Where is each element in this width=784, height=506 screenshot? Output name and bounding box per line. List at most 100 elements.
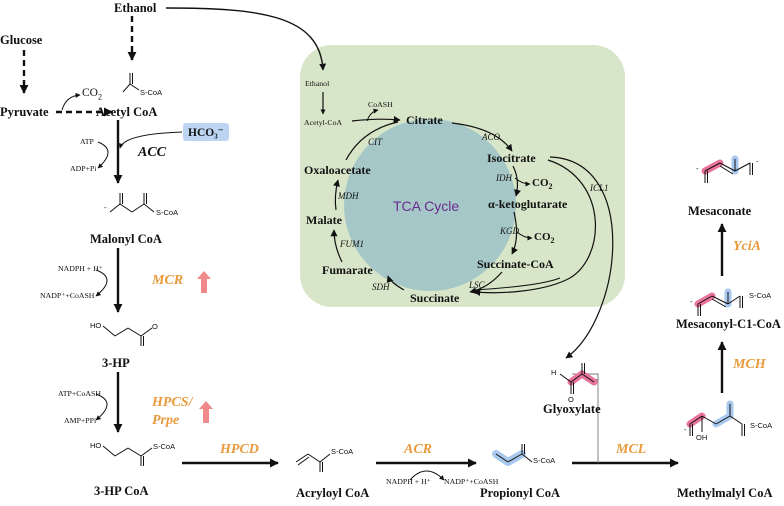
arrow-succinylcoa-succinate-outer [473, 277, 561, 291]
arrow-fumarate-malate [330, 229, 343, 263]
tca-circle [344, 119, 516, 291]
tca-co2-1-text: CO [532, 177, 549, 189]
tca-coash-label: CoASH [368, 100, 393, 109]
3hp-o-label: O [152, 322, 158, 331]
methylmalyl-coa-label: Methylmalyl CoA [677, 486, 773, 500]
glyoxylate-structure [559, 363, 595, 394]
arrow-co2-release [61, 92, 81, 111]
enzyme-mch: MCH [733, 357, 766, 372]
mesaconyl-scoa-label: S-CoA [749, 291, 772, 300]
tca-ethanol-label: Ethanol [305, 79, 330, 88]
methylmalyl-minus-label: - [684, 425, 687, 434]
tca-co2-1-sub: 2 [548, 182, 553, 192]
arrow-coash [366, 108, 379, 122]
3hpcoa-scoa-label: S-CoA [153, 442, 176, 451]
tca-enzyme-lsc: LSC [469, 280, 485, 290]
tca-co2-1: CO2 [532, 178, 553, 191]
arrow-acetyl-citrate [351, 115, 401, 123]
propionyl-highlight [492, 450, 526, 466]
glyoxylate-minus-label: - [596, 375, 599, 384]
arrow-nadph-2 [409, 470, 445, 481]
arrow-kgd-co2 [516, 231, 533, 241]
malonyl-scoa-label: S-CoA [156, 208, 179, 217]
glyoxylate-h-label: H [551, 368, 557, 377]
arrow-akg-succinylcoa [511, 211, 518, 255]
tca-enzyme-aco: ACO [482, 132, 500, 142]
arrow-malate-oxaloacetate [333, 179, 340, 211]
pyruvate-label: Pyruvate [0, 105, 49, 119]
tca-enzyme-fum1: FUM1 [340, 239, 364, 249]
methylmalyl-highlight-blue [712, 400, 734, 428]
enzyme-mcl: MCL [616, 442, 647, 457]
acryloyl-scoa-label: S-CoA [331, 447, 354, 456]
tca-co2-2: CO2 [534, 232, 555, 245]
atp-coash-label: ATP+CoASH [58, 389, 101, 398]
arrow-atp-amp [95, 393, 108, 421]
methylmalyl-oh-label: OH [696, 433, 708, 442]
glyoxylate-o-label: O [568, 395, 574, 404]
enzyme-hpcs: HPCS/ [152, 395, 193, 410]
up-arrow-icon [197, 271, 211, 293]
arrow-hco3 [118, 131, 183, 149]
arrow-atp-adp [97, 141, 109, 169]
mesaconate-minus-right: - [756, 157, 759, 166]
propionyl-coa-structure [495, 444, 533, 463]
3hp-structure [102, 325, 153, 346]
acryloyl-coa-structure [295, 453, 331, 472]
mesaconate-minus-left: - [696, 164, 699, 173]
arrow-succinate-fumarate [386, 275, 405, 291]
malonyl-coa-label: Malonyl CoA [90, 232, 162, 246]
mesaconate-structure [704, 159, 753, 183]
up-arrow-icon [199, 401, 213, 423]
arrow-icl1-succinate [473, 159, 596, 296]
arrow-icl1-glyoxylate [549, 156, 614, 359]
tca-succinate: Succinate [410, 291, 460, 305]
co2-label: CO2 [82, 87, 102, 102]
tca-malate: Malate [306, 213, 342, 227]
mesaconate-label: Mesaconate [688, 204, 752, 218]
tca-isocitrate: Isocitrate [487, 151, 536, 165]
glyoxylate-label: Glyoxylate [543, 402, 601, 416]
glyoxylate-highlight [567, 369, 598, 386]
methylmalyl-scoa-label: S-CoA [750, 421, 773, 430]
acetyl-coa-label: Acetyl CoA [96, 105, 158, 119]
mesaconyl-coa-structure [697, 292, 743, 316]
glyoxylate-to-mcl-line [572, 373, 599, 463]
3hp-coa-label: 3-HP CoA [94, 484, 149, 498]
enzyme-acr: ACR [404, 442, 433, 457]
mesaconyl-minus-label: - [690, 297, 693, 306]
propionyl-scoa-label: S-CoA [533, 456, 556, 465]
enzyme-prpe: Prpe [152, 413, 180, 428]
tca-succinyl-coa: Succinate-CoA [477, 257, 554, 271]
mesaconyl-coa-label: Mesaconyl-C1-CoA [676, 317, 781, 331]
arrow-isocitrate-akg [512, 165, 521, 197]
acetyl-scoa-label: S-CoA [140, 88, 163, 97]
acetyl-coa-structure [122, 73, 140, 93]
malonyl-minus-label: - [104, 203, 107, 212]
enzyme-acc: ACC [138, 145, 167, 160]
nadph-2-label: NADPH + H⁺ [386, 477, 431, 486]
amp-ppi-label: AMP+PPi [64, 416, 97, 425]
enzyme-mcr: MCR [152, 273, 184, 288]
co2-sub: 2 [97, 92, 102, 102]
enzyme-ycia: YciA [733, 239, 761, 254]
tca-acetyl-coa-label: Acetyl-CoA [304, 118, 343, 127]
hco3-label: HCO₃⁻ [183, 123, 229, 141]
3hp-label: 3-HP [102, 356, 130, 370]
enzyme-hpcd: HPCD [220, 442, 259, 457]
ethanol-label: Ethanol [114, 1, 157, 15]
tca-citrate: Citrate [406, 113, 443, 127]
3hp-coa-structure [102, 445, 153, 466]
arrow-oxaloacetate-citrate [345, 121, 399, 161]
arrow-citrate-isocitrate [451, 122, 513, 152]
tca-enzyme-mdh: MDH [338, 191, 359, 201]
arrow-nadph-1 [95, 269, 108, 297]
propionyl-coa-label: Propionyl CoA [480, 486, 560, 500]
methylmalyl-coa-structure [689, 404, 745, 436]
atp-label: ATP [80, 137, 94, 146]
3hp-ho-label: HO [90, 321, 102, 330]
nadp-coash-1-label: NADP⁺+CoASH [40, 291, 95, 300]
tca-co2-2-text: CO [534, 231, 551, 243]
